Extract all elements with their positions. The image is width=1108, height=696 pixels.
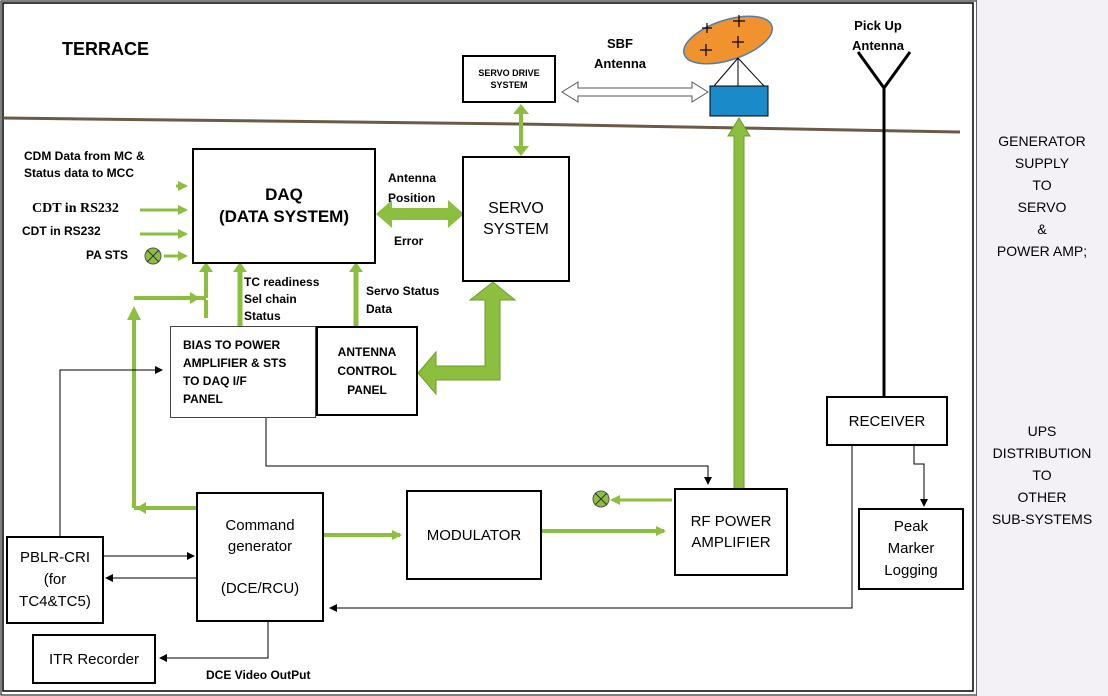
error-label: Error <box>394 234 424 248</box>
pickup-antenna-label: Pick Up Antenna <box>852 18 904 53</box>
pa-sts-lamp-icon <box>144 247 162 265</box>
modulator-box: MODULATOR <box>406 490 542 580</box>
rf-status-lamp-icon <box>592 490 672 508</box>
antenna-control-panel-box: ANTENNA CONTROL PANEL <box>316 326 418 416</box>
receiver-box: RECEIVER <box>826 396 948 446</box>
rf-feed-arrow <box>727 117 751 491</box>
dish-marks <box>700 15 745 56</box>
command-generator-box: Command generator (DCE/RCU) <box>196 492 324 622</box>
pa-sts-label: PA STS <box>86 248 129 262</box>
peak-marker-box: Peak Marker Logging <box>858 508 964 590</box>
sbf-antenna-label: SBF Antenna <box>594 36 646 71</box>
generator-supply-note: GENERATOR SUPPLY TO SERVO & POWER AMP; <box>996 133 1088 259</box>
cdt-rs232-label-1: CDT in RS232 <box>32 201 119 216</box>
ups-distribution-note: UPS DISTRIBUTION TO OTHER SUB-SYSTEMS <box>991 423 1093 527</box>
itr-recorder-box: ITR Recorder <box>32 634 156 684</box>
sbf-link-arrow <box>561 81 709 103</box>
tc-readiness-label: TC readiness Sel chain Status <box>244 275 320 323</box>
feed-box <box>709 85 769 117</box>
dish-icon <box>683 15 773 65</box>
antenna-position-label: Antenna Position <box>388 171 436 205</box>
servo-status-label: Servo Status Data <box>366 284 440 316</box>
pblr-cri-box: PBLR-CRI (for TC4&TC5) <box>6 536 104 624</box>
terrace-line <box>2 116 961 134</box>
servo-system-box: SERVO SYSTEM <box>462 156 570 282</box>
servo-acp-arrow <box>417 281 517 396</box>
cdt-rs232-label-2: CDT in RS232 <box>22 224 101 238</box>
pickup-antenna-icon <box>856 51 912 396</box>
diagram-border <box>2 2 974 692</box>
servo-drive-box: SERVO DRIVE SYSTEM <box>462 55 556 103</box>
cdm-data-label: CDM Data from MC & Status data to MCC <box>24 149 145 180</box>
daq-box: DAQ (DATA SYSTEM) <box>192 148 376 264</box>
feed-support <box>713 57 765 87</box>
terrace-label: TERRACE <box>62 39 150 59</box>
servo-drive-link <box>513 104 529 156</box>
daq-servo-arrow <box>376 200 464 228</box>
dce-video-label: DCE Video OutPut <box>206 668 311 682</box>
bias-panel-box: BIAS TO POWER AMPLIFIER & STS TO DAQ I/F… <box>170 326 316 418</box>
daq-input-arrows <box>140 181 188 261</box>
side-panel <box>976 0 1108 696</box>
rf-power-amplifier-box: RF POWER AMPLIFIER <box>674 488 788 576</box>
thin-connectors <box>59 366 928 662</box>
